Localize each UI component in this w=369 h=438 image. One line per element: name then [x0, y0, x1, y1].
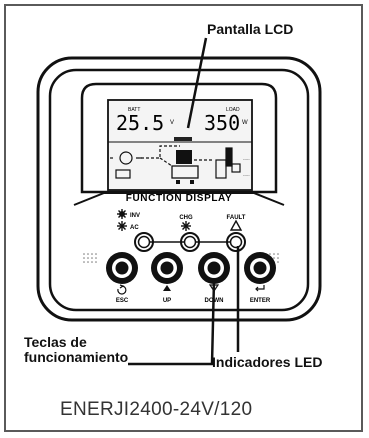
down-key[interactable] — [198, 252, 230, 284]
led-ac-label: AC — [130, 225, 139, 231]
lcd-right-unit: W — [242, 120, 248, 126]
lcd-left-unit: V — [170, 120, 174, 126]
esc-key[interactable] — [106, 252, 138, 284]
return-arrow-head-icon — [119, 284, 125, 289]
lcd-left-value: 25.5 — [116, 111, 164, 135]
led-chg-label: CHG — [179, 215, 193, 221]
lcd-left-label: BATT — [128, 107, 140, 113]
svg-text:-----: ----- — [243, 156, 250, 161]
led-inv-label: INV — [130, 213, 140, 219]
keys-callout-line — [128, 279, 216, 366]
lcd-pv-icon — [110, 151, 142, 179]
up-key[interactable] — [151, 252, 183, 284]
model-name: ENERJI2400-24V/120 — [60, 399, 253, 420]
lcd-screen — [107, 99, 253, 191]
led-callout-label: Indicadores LED — [212, 354, 323, 370]
led-indicator-chg — [180, 232, 200, 252]
lcd-callout-line — [186, 37, 208, 129]
led-indicator-fault — [226, 232, 246, 252]
warning-triangle-icon — [229, 219, 243, 231]
up-arrow-icon — [163, 285, 171, 291]
lcd-inverter-icon — [171, 150, 199, 184]
return-arrow-icon — [117, 285, 127, 295]
keys-callout-label: Teclas de funcionamiento — [24, 335, 128, 365]
keys-callout-line-2: funcionamiento — [24, 349, 129, 365]
function-display-line — [73, 192, 285, 206]
speaker-grille-left — [83, 253, 97, 263]
lcd-right-label: LOAD — [226, 107, 240, 113]
keys-callout-line-1: Teclas de — [24, 334, 87, 350]
function-display-label: FUNCTION DISPLAY — [126, 193, 232, 204]
enter-arrow-icon — [255, 285, 265, 292]
lcd-flow-lines — [136, 145, 212, 167]
lcd-right-value: 350 — [204, 111, 240, 135]
enter-key[interactable] — [244, 252, 276, 284]
led-inv-ac-icon — [117, 209, 127, 231]
esc-key-label: ESC — [116, 298, 129, 304]
lcd-callout-label: Pantalla LCD — [207, 21, 294, 37]
lcd-small-bar — [174, 137, 192, 141]
led-chg-star-icon — [181, 221, 191, 231]
up-key-label: UP — [163, 298, 171, 304]
led-fault-label: FAULT — [227, 215, 246, 221]
enter-key-label: ENTER — [250, 298, 271, 304]
svg-text:-----: ----- — [243, 172, 250, 177]
lcd-load-icon: ----- ----- — [215, 147, 250, 179]
